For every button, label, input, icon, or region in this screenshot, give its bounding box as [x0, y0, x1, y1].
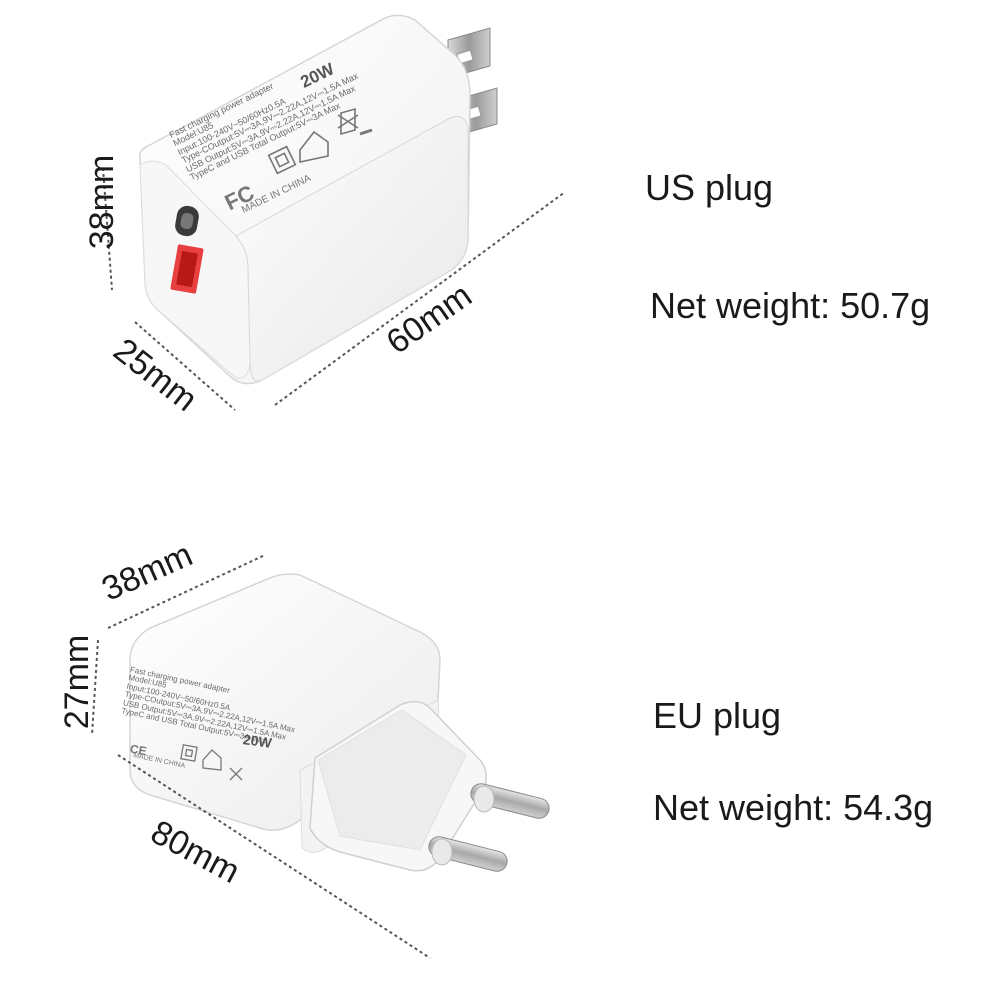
us-height-dimension: 38mm: [83, 154, 122, 250]
us-usb-c-port: [175, 205, 199, 237]
us-dimension-lines: [102, 167, 566, 411]
eu-dimension-lines: [91, 554, 431, 959]
us-adapter: [138, 14, 498, 385]
eu-plug-pins: [428, 783, 550, 872]
eu-adapter: [129, 573, 550, 872]
eu-plug-base: [309, 700, 487, 872]
us-usb-a-port: [170, 244, 204, 294]
eu-height-dimension: 27mm: [58, 634, 97, 730]
eu-compliance-symbols: [180, 744, 243, 781]
us-net-weight: Net weight: 50.7g: [650, 285, 931, 326]
us-compliance-symbols: [267, 107, 373, 175]
us-plug-title: US plug: [645, 167, 774, 208]
eu-plug-title: EU plug: [653, 695, 782, 736]
eu-net-weight: Net weight: 54.3g: [653, 787, 934, 828]
